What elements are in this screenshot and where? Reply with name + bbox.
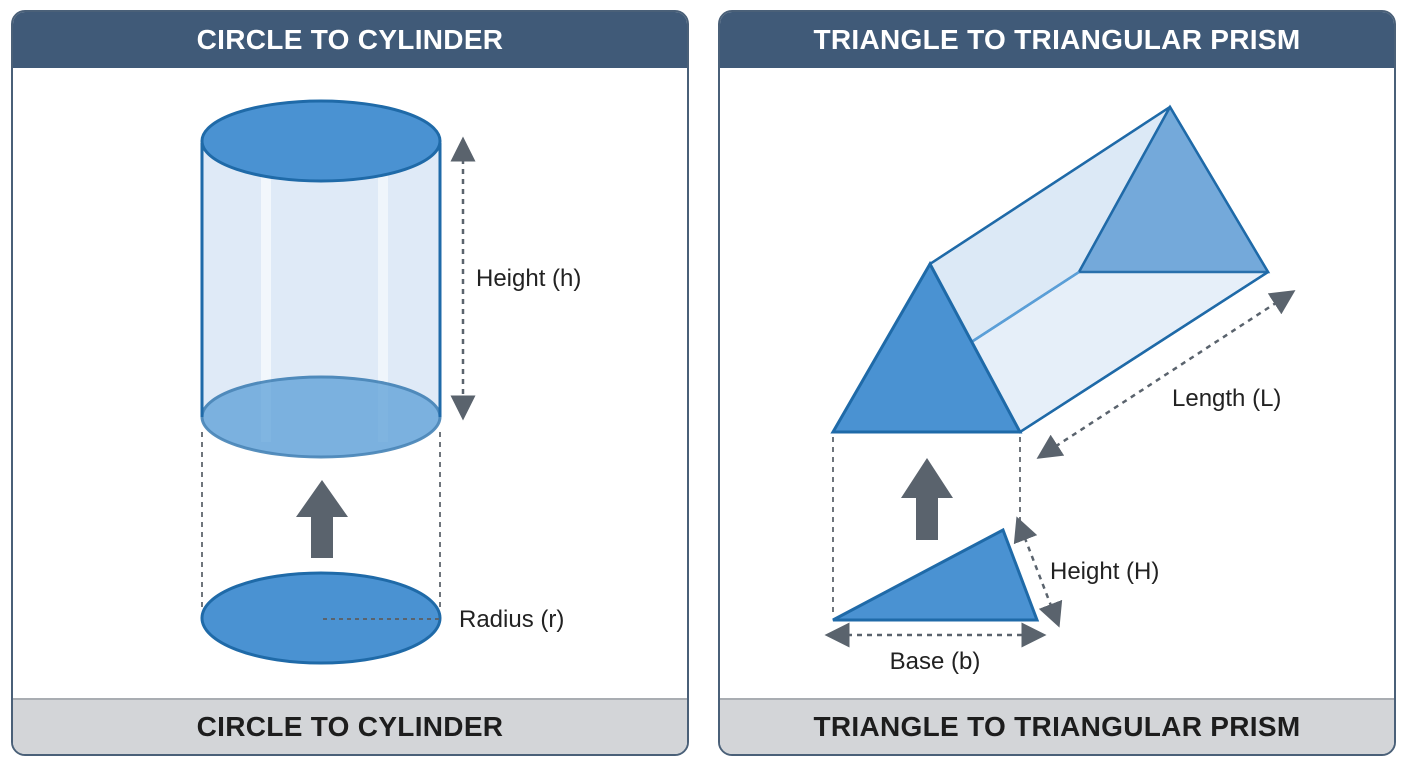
- up-arrow-icon: [296, 480, 348, 558]
- triangle-height-label: Height (H): [1050, 558, 1159, 585]
- panel-title: TRIANGLE TO TRIANGULAR PRISM: [720, 12, 1394, 68]
- length-label: Length (L): [1172, 385, 1281, 412]
- up-arrow-icon: [901, 458, 953, 540]
- panel-footer: TRIANGLE TO TRIANGULAR PRISM: [720, 698, 1394, 754]
- height-label: Height (h): [476, 265, 581, 292]
- panel-title: CIRCLE TO CYLINDER: [13, 12, 687, 68]
- panel-triangle-to-prism: TRIANGLE TO TRIANGULAR PRISM Length (L): [718, 10, 1396, 756]
- panel-circle-to-cylinder: CIRCLE TO CYLINDER Height (h) Radius: [11, 10, 689, 756]
- radius-label: Radius (r): [459, 606, 564, 633]
- triangular-prism: [830, 104, 1271, 434]
- cylinder-bottom-face: [200, 375, 442, 459]
- base-triangle: [832, 527, 1040, 622]
- cylinder-diagram: Height (h) Radius (r): [200, 99, 581, 665]
- base-label: Base (b): [890, 648, 981, 675]
- panel-footer: CIRCLE TO CYLINDER: [13, 698, 687, 754]
- cylinder-top-face: [200, 99, 442, 183]
- prism-front-face: [830, 260, 1023, 434]
- base-circle: [200, 571, 442, 665]
- length-dimension-arrow: [1036, 290, 1296, 459]
- prism-diagram: Length (L) Height (H) Base (b): [824, 104, 1296, 675]
- cylinder: [200, 99, 442, 459]
